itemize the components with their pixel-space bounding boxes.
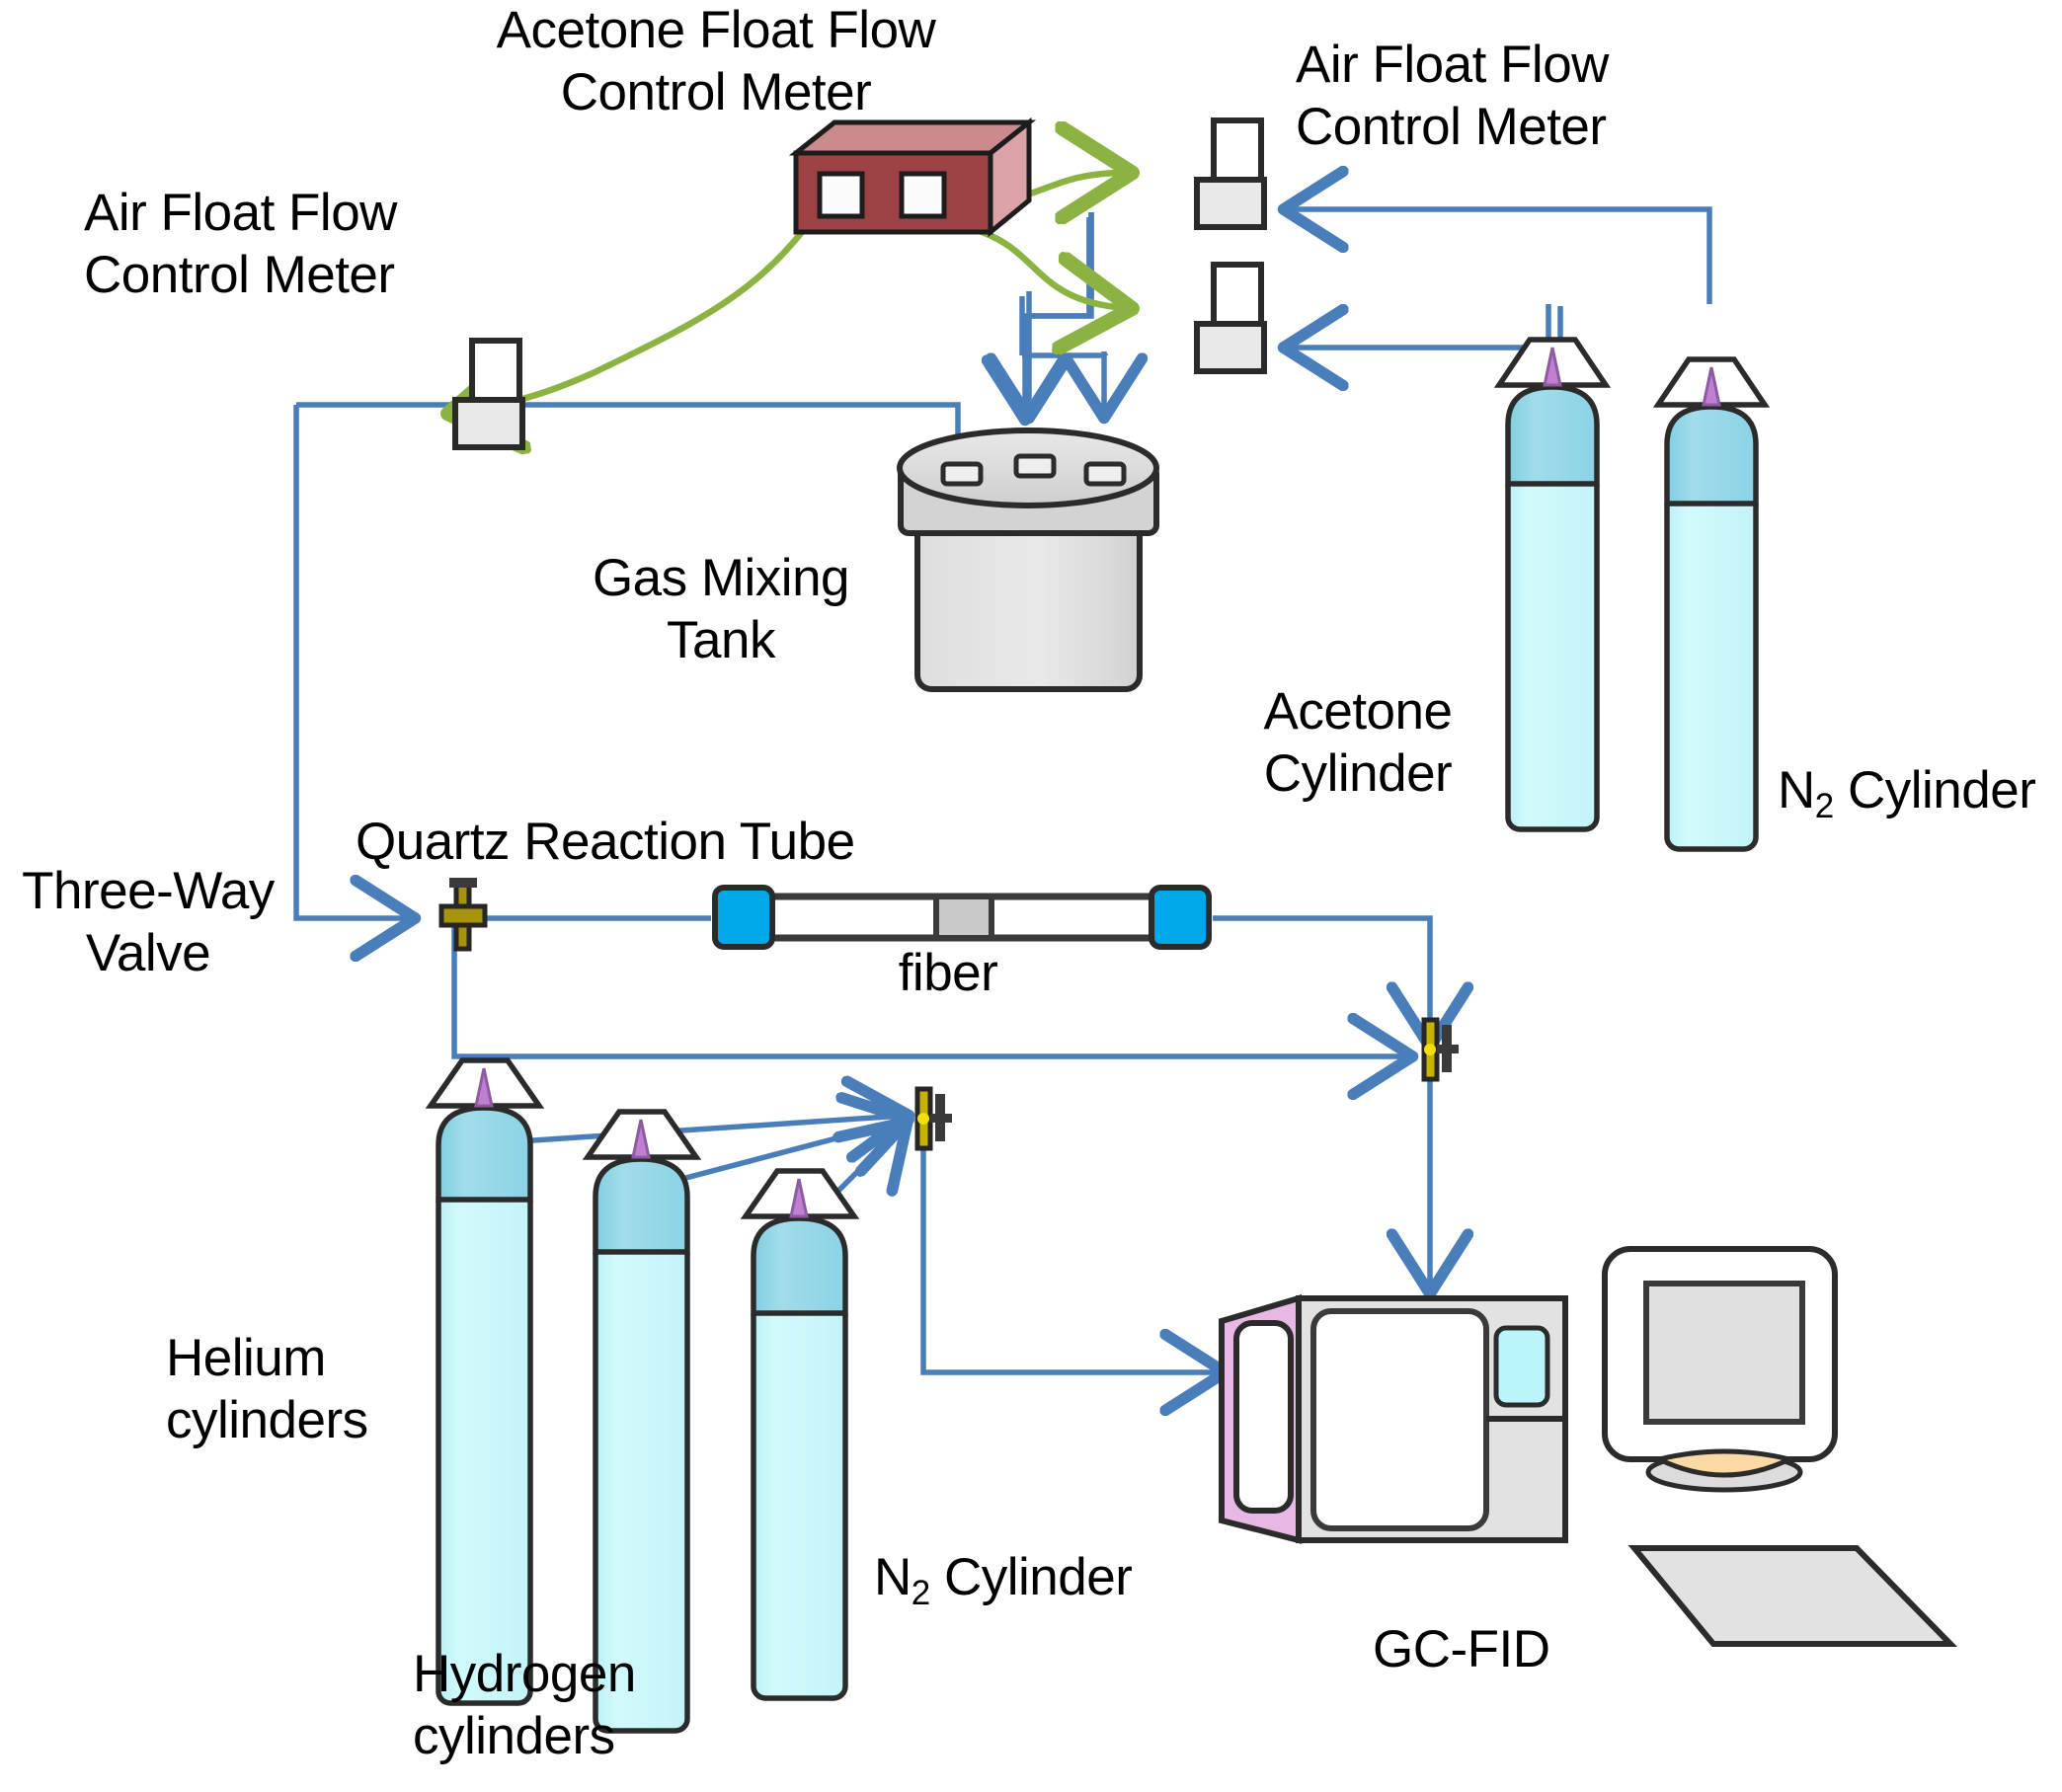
float-base — [1194, 177, 1267, 230]
tank-port-left — [940, 461, 984, 487]
cylinder-valve-knob — [631, 1119, 651, 1159]
cylinder-body — [751, 1300, 848, 1701]
cylinder-shoulder — [1664, 404, 1759, 506]
junction-valve-right[interactable] — [1421, 1017, 1459, 1082]
air-float-flow-control-meter-left[interactable] — [452, 338, 525, 450]
cylinder-shoulder — [593, 1156, 690, 1255]
hydrogen-cylinder-2[interactable] — [740, 1168, 860, 1701]
fiber-sample — [933, 894, 994, 941]
air-float-flow-control-meter-top[interactable] — [1194, 117, 1267, 230]
cylinder-shoulder — [1505, 384, 1600, 487]
label-hydrogen-cylinders: Hydrogen cylinders — [413, 1645, 636, 1765]
valve-handle-arm — [1437, 1045, 1459, 1053]
valve-body — [438, 903, 488, 928]
pipe-tube-to-junction — [1213, 915, 1430, 1042]
label-quartz-reaction-tube: Quartz Reaction Tube — [356, 813, 855, 871]
label-n2-cylinder-bottom: N2 Cylinder — [874, 1547, 1200, 1613]
pipe-left-meter-down — [293, 405, 410, 918]
tank-port-right — [1083, 461, 1127, 487]
keyboard-surface — [1627, 1545, 1958, 1647]
gcfid-oven-door — [1310, 1308, 1489, 1531]
n2-bottom-sub: 2 — [911, 1573, 930, 1612]
tube-cap-right — [1149, 885, 1212, 950]
label-gc-fid: GC-FID — [1373, 1620, 1550, 1678]
label-air-float-flow-control-meter-top: Air Float Flow Control Meter — [1296, 36, 1609, 156]
hydrogen-cylinder-1[interactable] — [582, 1109, 702, 1734]
cylinder-body — [1664, 491, 1759, 852]
air-float-flow-control-meter-mid[interactable] — [1194, 262, 1267, 374]
n2-cylinder-right[interactable] — [1652, 356, 1771, 852]
n2-right-post: Cylinder — [1833, 761, 2036, 819]
meter-window-left — [817, 171, 865, 219]
label-gas-mixing-tank: Gas Mixing Tank — [592, 549, 850, 669]
quartz-reaction-tube[interactable] — [712, 885, 1212, 950]
monitor-stand — [1651, 1448, 1797, 1478]
n2-right-pre: N — [1778, 761, 1815, 819]
cylinder-body — [1505, 471, 1600, 832]
junction-valve-bottom[interactable] — [914, 1086, 952, 1151]
keyboard[interactable] — [1627, 1545, 1958, 1647]
n2-bottom-post: Cylinder — [929, 1548, 1133, 1606]
gc-fid[interactable] — [1219, 1293, 1568, 1544]
cylinder-valve-knob — [1543, 347, 1562, 387]
cylinder-valve-knob — [789, 1178, 809, 1218]
valve-knob — [1424, 1044, 1436, 1055]
float-tube — [1211, 117, 1264, 186]
gcfid-display — [1493, 1325, 1550, 1408]
pipe-helium-to-valve — [458, 1116, 904, 1145]
acetone-float-flow-control-meter[interactable] — [788, 117, 1037, 238]
float-base — [452, 397, 525, 450]
label-fiber: fiber — [898, 944, 998, 1002]
monitor-screen — [1643, 1281, 1805, 1425]
valve-handle — [449, 878, 477, 888]
label-three-way-valve: Three-Way Valve — [22, 862, 275, 982]
acetone-cylinder[interactable] — [1493, 337, 1612, 832]
tank-body — [914, 510, 1143, 692]
label-acetone-cylinder: Acetone Cylinder — [1263, 682, 1453, 803]
label-helium-cylinders: Helium cylinders — [166, 1329, 368, 1449]
tank-port-mid — [1013, 453, 1057, 479]
label-acetone-float-flow-control-meter: Acetone Float Flow Control Meter — [496, 1, 936, 121]
three-way-valve[interactable] — [438, 878, 488, 952]
pipe-acetone-to-mid-meter — [1289, 304, 1551, 348]
valve-knob — [917, 1113, 929, 1125]
pipe-n2-to-top-meter — [1289, 209, 1712, 304]
float-tube — [469, 338, 522, 406]
valve-handle-arm — [930, 1114, 952, 1123]
n2-right-sub: 2 — [1814, 786, 1834, 825]
meter-window-right — [899, 171, 947, 219]
computer-monitor[interactable] — [1602, 1246, 1838, 1493]
cylinder-valve-knob — [1702, 366, 1721, 407]
pipe-bypass — [451, 923, 1407, 1056]
cylinder-shoulder — [436, 1105, 533, 1203]
float-base — [1194, 321, 1267, 374]
gas-mixing-tank[interactable] — [897, 428, 1159, 692]
pipe-left-meter-to-tank — [296, 402, 961, 449]
green-line-to-mid-meter — [969, 225, 1126, 308]
label-n2-cylinder-right: N2 Cylinder — [1778, 760, 2054, 826]
n2-bottom-pre: N — [874, 1548, 912, 1606]
tube-cap-left — [712, 885, 775, 950]
cylinder-shoulder — [751, 1215, 848, 1316]
label-air-float-flow-control-meter-left: Air Float Flow Control Meter — [84, 184, 397, 304]
gcfid-door-edge — [1233, 1320, 1294, 1514]
pipe-bottom-valve-to-gcfid — [920, 1135, 1220, 1372]
helium-cylinder[interactable] — [425, 1057, 545, 1706]
float-tube — [1211, 262, 1264, 330]
cylinder-valve-knob — [474, 1067, 494, 1108]
